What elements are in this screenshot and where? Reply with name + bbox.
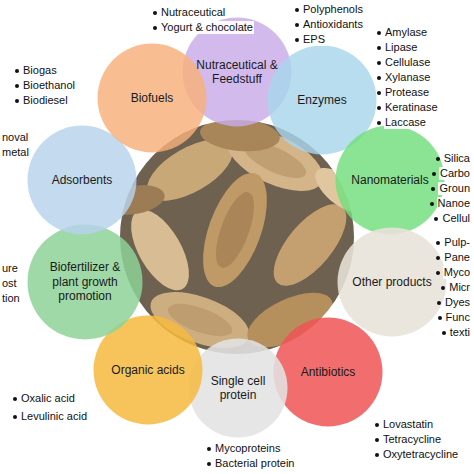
product-item: Antioxidants bbox=[302, 18, 364, 31]
bullet-dot bbox=[15, 84, 19, 88]
bullet-dot bbox=[436, 241, 440, 245]
product-item: texti bbox=[449, 326, 471, 339]
product-item: Laccase bbox=[384, 116, 427, 129]
product-item: Oxytetracycline bbox=[382, 448, 459, 461]
bullet-dot bbox=[207, 462, 211, 466]
product-item: EPS bbox=[302, 33, 326, 46]
bullet-dot bbox=[377, 76, 381, 80]
product-item: Dyes bbox=[444, 296, 471, 309]
product-item: Groun bbox=[438, 182, 471, 195]
category-circle: Biofertilizer & plant growth promotion bbox=[27, 224, 143, 340]
bullet-dot bbox=[436, 271, 440, 275]
bullet-dot bbox=[375, 438, 379, 442]
bullet-dot bbox=[436, 157, 440, 161]
bullet-dot bbox=[434, 217, 438, 221]
product-item: metal bbox=[1, 146, 30, 159]
category-circle: Other products bbox=[337, 227, 447, 337]
bullet-dot bbox=[15, 69, 19, 73]
bullet-dot bbox=[295, 8, 299, 12]
bullet-dot bbox=[377, 91, 381, 95]
product-item: Bioethanol bbox=[22, 79, 76, 92]
product-item: Pulp- bbox=[443, 236, 471, 249]
category-title: Nanomaterials bbox=[351, 173, 428, 187]
bullet-dot bbox=[442, 331, 446, 335]
product-item: noval bbox=[1, 131, 29, 144]
bullet-dot bbox=[377, 121, 381, 125]
category-title: Biofertilizer & plant growth promotion bbox=[37, 260, 133, 303]
bullet-dot bbox=[377, 46, 381, 50]
product-item: Nutraceutical bbox=[160, 6, 226, 19]
product-item: Biogas bbox=[22, 64, 58, 77]
category-title: Single cell protein bbox=[196, 374, 280, 403]
product-item: Cellulase bbox=[384, 56, 431, 69]
category-circle: Single cell protein bbox=[188, 338, 288, 438]
product-item: Levulinic acid bbox=[20, 410, 88, 423]
product-item: Biodiesel bbox=[22, 94, 69, 107]
product-item: Func bbox=[445, 311, 471, 324]
product-item: Mycoproteins bbox=[214, 442, 281, 455]
category-title: Biofuels bbox=[131, 91, 174, 105]
product-item: Oxalic acid bbox=[20, 392, 76, 405]
product-item: tion bbox=[1, 292, 21, 305]
bullet-dot bbox=[153, 11, 157, 15]
product-item: Keratinase bbox=[384, 101, 439, 114]
bullet-dot bbox=[13, 415, 17, 419]
bullet-dot bbox=[207, 447, 211, 451]
product-item: ost bbox=[1, 277, 18, 290]
product-item: Pane bbox=[443, 251, 471, 264]
product-item: Lipase bbox=[384, 41, 418, 54]
category-title: Organic acids bbox=[111, 363, 184, 377]
product-item: Nanoe bbox=[437, 197, 471, 210]
product-item: Polyphenols bbox=[302, 3, 364, 16]
category-circle: Nanomaterials bbox=[335, 125, 445, 235]
product-item: Cellul bbox=[441, 212, 471, 225]
bullet-dot bbox=[437, 301, 441, 305]
product-item: Myco bbox=[443, 266, 471, 279]
bullet-dot bbox=[375, 423, 379, 427]
circle-fill bbox=[338, 228, 447, 337]
circle-fill bbox=[336, 126, 445, 235]
bullet-dot bbox=[438, 316, 442, 320]
product-item: Carbo bbox=[439, 167, 471, 180]
bullet-dot bbox=[375, 453, 379, 457]
circle-fill bbox=[274, 318, 383, 427]
product-item: Silica bbox=[443, 152, 471, 165]
category-title: Nutraceutical & Feedstuff bbox=[191, 58, 283, 87]
bullet-dot bbox=[430, 202, 434, 206]
product-item: Micr bbox=[448, 281, 471, 294]
bullet-dot bbox=[377, 61, 381, 65]
bullet-dot bbox=[15, 99, 19, 103]
product-item: Xylanase bbox=[384, 71, 431, 84]
category-title: Other products bbox=[352, 275, 431, 289]
category-circle: Antibiotics bbox=[273, 317, 383, 427]
bullet-dot bbox=[432, 172, 436, 176]
bullet-dot bbox=[377, 31, 381, 35]
bullet-dot bbox=[377, 106, 381, 110]
circle-fill bbox=[189, 339, 288, 438]
category-title: Antibiotics bbox=[301, 365, 356, 379]
category-title: Adsorbents bbox=[52, 173, 113, 187]
product-item: Tetracycline bbox=[382, 433, 442, 446]
category-title: Enzymes bbox=[297, 93, 346, 107]
bullet-dot bbox=[153, 26, 157, 30]
product-item: Yogurt & chocolate bbox=[160, 21, 254, 34]
bullet-dot bbox=[295, 38, 299, 42]
product-item: Bacterial protein bbox=[214, 457, 296, 470]
product-item: Amylase bbox=[384, 26, 428, 39]
product-item: Lovastatin bbox=[382, 418, 434, 431]
product-item: ure bbox=[1, 262, 19, 275]
circle-fill bbox=[28, 225, 143, 340]
category-circle: Biofuels bbox=[97, 43, 207, 153]
product-item: Protease bbox=[384, 86, 430, 99]
bullet-dot bbox=[13, 397, 17, 401]
bullet-dot bbox=[295, 23, 299, 27]
circle-fill bbox=[98, 44, 207, 153]
